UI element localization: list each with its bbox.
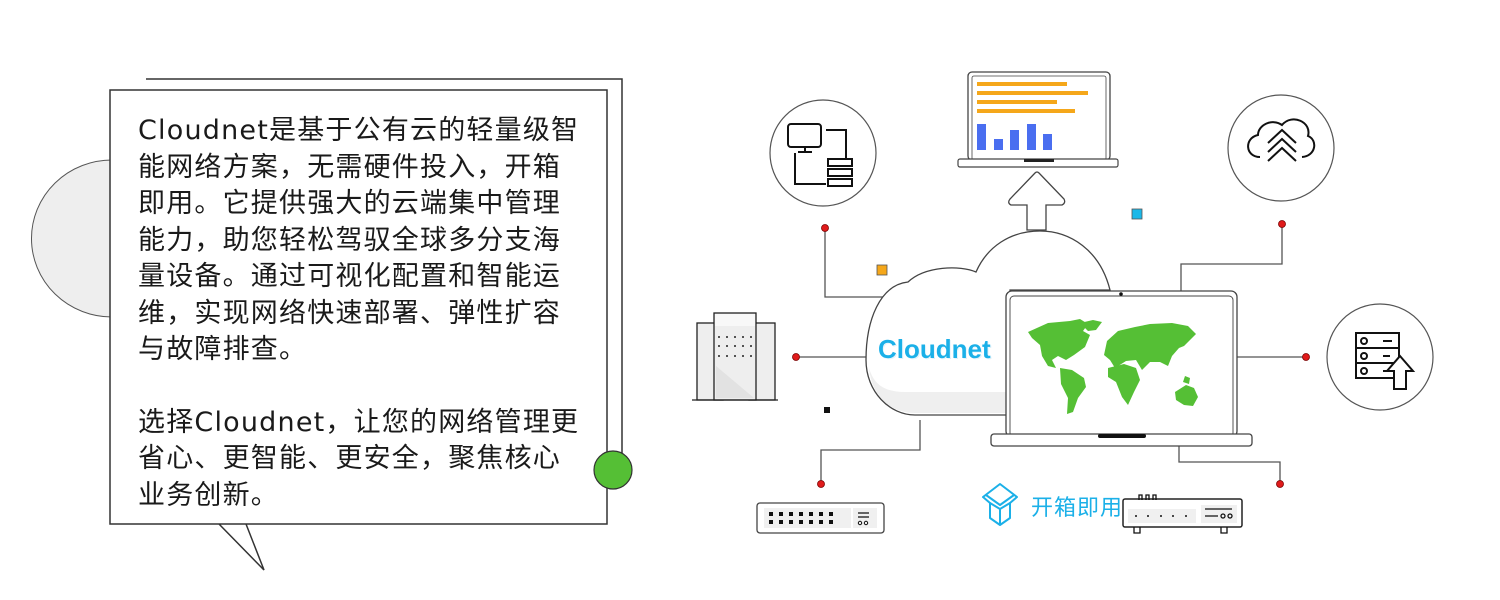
back-frame	[146, 78, 623, 478]
dashboard-bars-blue	[977, 124, 1052, 150]
decorative-half-circle	[30, 159, 113, 318]
cloud-upload-icon	[1227, 94, 1335, 202]
dashboard-laptop-icon	[957, 71, 1119, 168]
node-dot	[821, 224, 829, 232]
node-dot	[817, 480, 825, 488]
description-panel: Cloudnet是基于公有云的轻量级智能网络方案，无需硬件投入，开箱即用。它提供…	[0, 0, 660, 600]
world-map	[1028, 319, 1198, 414]
connector-switch	[820, 420, 921, 484]
node-dot	[792, 353, 800, 361]
building-icon	[692, 312, 778, 401]
node-dot	[1278, 220, 1286, 228]
node-dot	[1302, 353, 1310, 361]
topology-icon	[769, 99, 877, 207]
blue-square	[1131, 208, 1143, 220]
node-dot	[1276, 480, 1284, 488]
cloud-icon	[865, 230, 1111, 416]
black-square	[824, 407, 830, 413]
box-label: 开箱即用	[1031, 496, 1124, 521]
bubble-outline	[109, 89, 608, 571]
description-text: Cloudnet是基于公有云的轻量级智能网络方案，无需硬件投入，开箱即用。它提供…	[138, 113, 588, 514]
cloud-label: Cloudnet	[878, 334, 991, 364]
server-upload-icon	[1326, 303, 1434, 411]
speech-bubble-graphic	[30, 78, 633, 571]
green-dot	[593, 450, 633, 490]
connector-cloud-upload	[1180, 224, 1283, 291]
connector-nodes	[792, 220, 1310, 488]
description-paragraph-2: 选择Cloudnet，让您的网络管理更省心、更智能、更安全，聚焦核心业务创新。	[138, 406, 580, 511]
dashboard-bars-orange	[977, 82, 1088, 113]
connector-router	[1178, 445, 1281, 484]
orange-square	[876, 264, 888, 276]
world-map-laptop-icon	[990, 290, 1253, 447]
description-paragraph-1: Cloudnet是基于公有云的轻量级智能网络方案，无需硬件投入，开箱即用。它提供…	[138, 115, 580, 365]
up-arrow-icon	[1008, 171, 1066, 231]
